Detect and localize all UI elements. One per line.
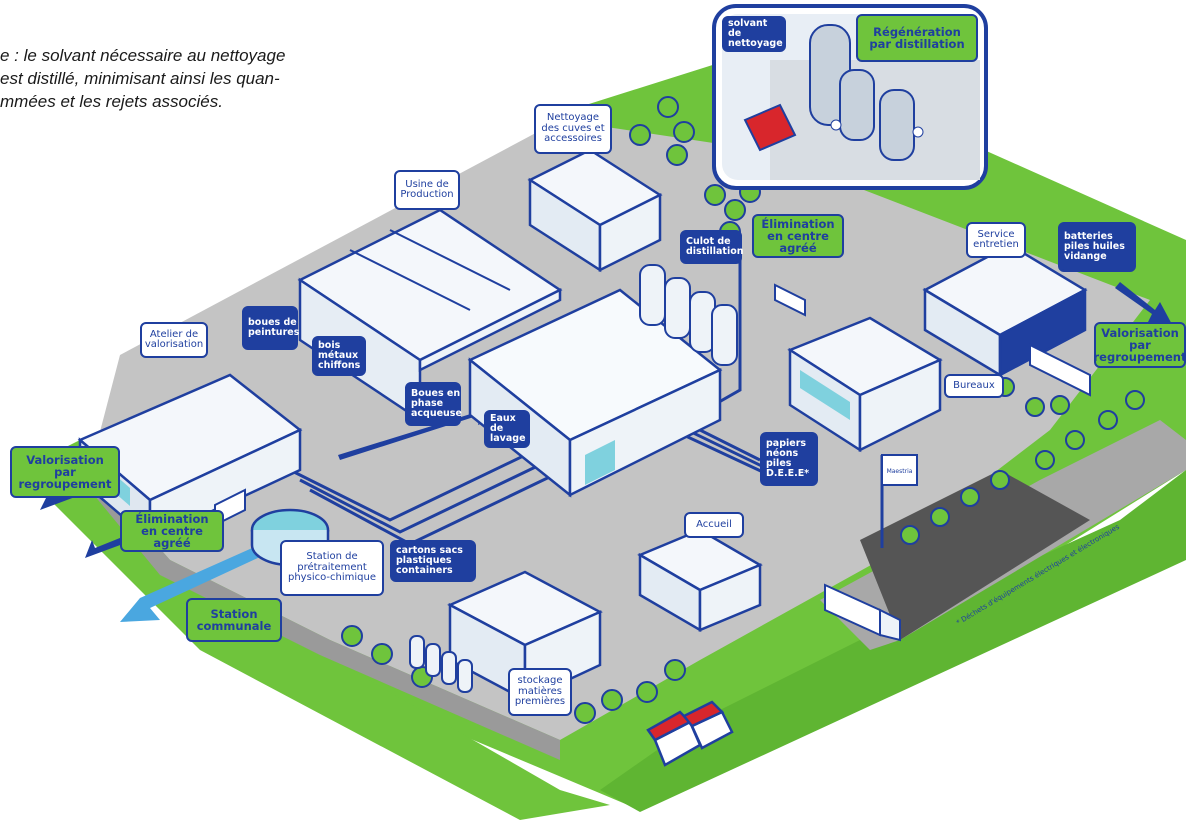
intro-line-3: mmées et les rejets associés.: [0, 92, 223, 111]
silos: [409, 264, 738, 693]
label-text: cartons sacs plastiques containers: [396, 545, 463, 576]
label-text: Régénération par distillation: [869, 24, 965, 51]
label-bureaux: Bureaux: [944, 374, 1004, 398]
label-text: stockage matières premières: [514, 675, 566, 708]
label-text: Atelier de valorisation: [144, 328, 204, 350]
label-text: Nettoyage des cuves et accessoires: [541, 112, 605, 145]
label-text: Bureaux: [953, 379, 995, 391]
intro-line-2: est distillé, minimisant ainsi les quan-: [0, 69, 280, 88]
label-eaux: Eaux de lavage: [484, 410, 530, 448]
label-bois: bois métaux chiffons: [312, 336, 366, 376]
label-text: Eaux de lavage: [490, 413, 526, 444]
label-papiers: papiers néons piles D.E.E.E*: [760, 432, 818, 486]
label-text: boues de peintures: [248, 317, 300, 338]
label-text: batteries piles huiles vidange: [1064, 231, 1125, 262]
label-stockage: stockage matières premières: [508, 668, 572, 716]
label-culot: Culot de distillation: [680, 230, 744, 264]
label-nettoyage: Nettoyage des cuves et accessoires: [534, 104, 612, 154]
label-text: Culot de distillation: [686, 236, 744, 257]
flag-brand: Maestria: [886, 468, 913, 475]
label-text: Service entretien: [973, 228, 1019, 250]
label-elimination-left: Élimination en centre agréé: [120, 510, 224, 552]
label-solvant: solvant de nettoyage: [722, 16, 786, 52]
label-valorisation-left: Valorisation par regroupement: [10, 446, 120, 498]
label-boues-peintures: boues de peintures: [242, 306, 300, 350]
label-regeneration: Régénération par distillation: [856, 14, 978, 62]
label-text: Station de prétraitement physico-chimiqu…: [288, 551, 376, 584]
label-accueil: Accueil: [684, 512, 744, 538]
label-station-pretraitement: Station de prétraitement physico-chimiqu…: [280, 540, 384, 596]
intro-line-1: e : le solvant nécessaire au nettoyage: [0, 46, 286, 65]
label-text: Élimination en centre agréé: [135, 511, 209, 551]
intro-text: e : le solvant nécessaire au nettoyage e…: [0, 44, 400, 113]
label-cartons: cartons sacs plastiques containers: [390, 540, 476, 582]
label-batteries: batteries piles huiles vidange: [1058, 222, 1136, 272]
label-text: bois métaux chiffons: [318, 340, 361, 371]
label-text: Boues en phase acqueuse: [411, 388, 462, 419]
label-text: Valorisation par regroupement: [1093, 325, 1186, 365]
label-text: solvant de nettoyage: [728, 18, 783, 49]
label-usine: Usine de Production: [394, 170, 460, 210]
label-station-communale: Station communale: [186, 598, 282, 642]
label-text: Usine de Production: [400, 178, 454, 200]
label-text: Accueil: [696, 518, 732, 530]
label-text: papiers néons piles D.E.E.E*: [766, 438, 810, 479]
label-text: Valorisation par regroupement: [18, 452, 112, 492]
label-text: Station communale: [196, 606, 272, 633]
label-elimination-top: Élimination en centre agréé: [752, 214, 844, 258]
label-service: Service entretien: [966, 222, 1026, 258]
label-valorisation-right: Valorisation par regroupement: [1094, 322, 1186, 368]
label-boues-phase: Boues en phase acqueuse: [405, 382, 462, 426]
label-atelier: Atelier de valorisation: [140, 322, 208, 358]
flag-pole: [880, 454, 918, 548]
label-text: Élimination en centre agréé: [761, 216, 835, 256]
